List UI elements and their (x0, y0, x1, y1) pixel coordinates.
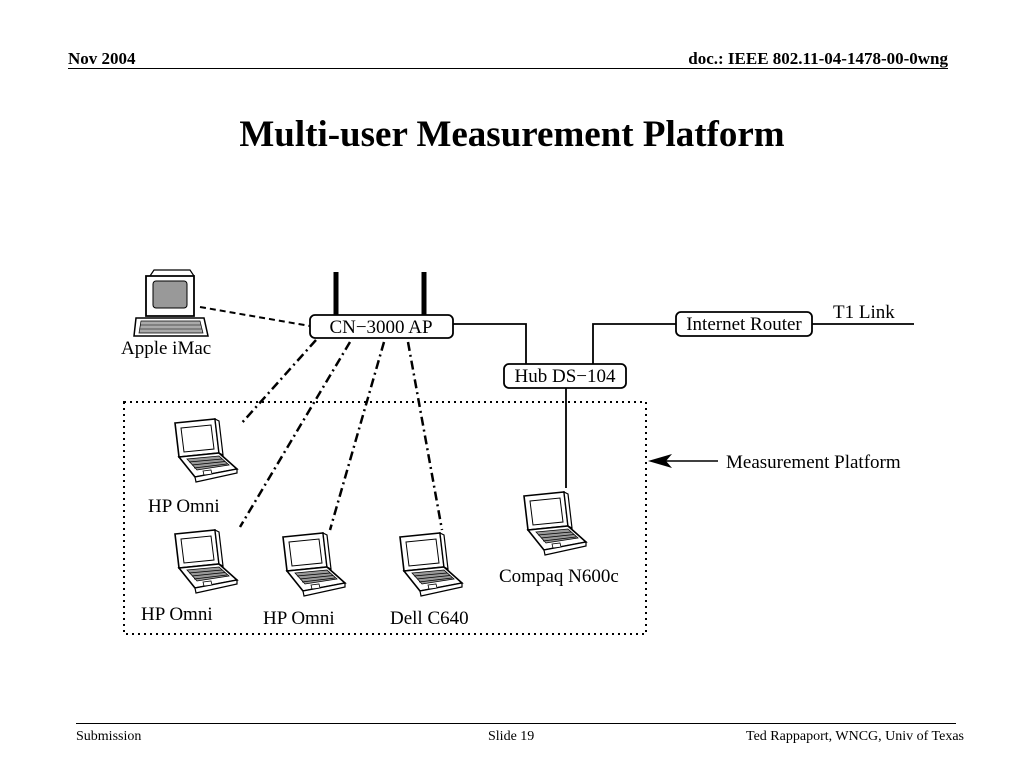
desktop-computer-icon (133, 269, 209, 337)
footer-submission: Submission (76, 729, 142, 744)
ap-to-hub-link (453, 323, 527, 364)
measurement-platform-box (123, 401, 647, 635)
wireless-link-3 (328, 341, 386, 531)
hub-label: Hub DS−104 (515, 366, 616, 387)
laptop-icon-5 (523, 491, 587, 556)
header-divider (68, 68, 948, 69)
laptop-label-2: HP Omni (141, 604, 213, 625)
router-box (675, 311, 813, 337)
laptop-icon-2 (174, 529, 238, 594)
laptop-label-4: Dell C640 (390, 608, 469, 629)
hub-to-router-link (592, 323, 676, 364)
hub-box (503, 363, 627, 389)
wireless-links (238, 339, 444, 531)
footer-divider (76, 723, 956, 724)
platform-label: Measurement Platform (726, 452, 901, 473)
footer-author: Ted Rappaport, WNCG, Univ of Texas (746, 729, 964, 744)
wireless-link-2 (238, 341, 352, 528)
laptop-icon-1 (174, 418, 238, 483)
footer-slide-number: Slide 19 (488, 729, 535, 744)
laptop-label-1: HP Omni (148, 496, 220, 517)
platform-arrow-head (648, 454, 672, 468)
access-point-box (309, 314, 454, 339)
header-date: Nov 2004 (68, 49, 136, 68)
wireless-link-4 (406, 341, 444, 531)
wireless-link-1 (239, 339, 317, 426)
t1-link-label: T1 Link (833, 302, 895, 323)
header-doc-id: doc.: IEEE 802.11-04-1478-00-0wng (688, 49, 948, 68)
router-label: Internet Router (686, 314, 802, 335)
imac-to-ap-link (199, 306, 311, 327)
slide-title: Multi-user Measurement Platform (239, 114, 785, 155)
desktop-label: Apple iMac (121, 338, 211, 359)
laptop-label-5: Compaq N600c (499, 566, 619, 587)
laptop-label-3: HP Omni (263, 608, 335, 629)
access-point-label: CN−3000 AP (329, 317, 432, 338)
laptop-icon-3 (282, 532, 346, 597)
laptop-icon-4 (399, 532, 463, 597)
